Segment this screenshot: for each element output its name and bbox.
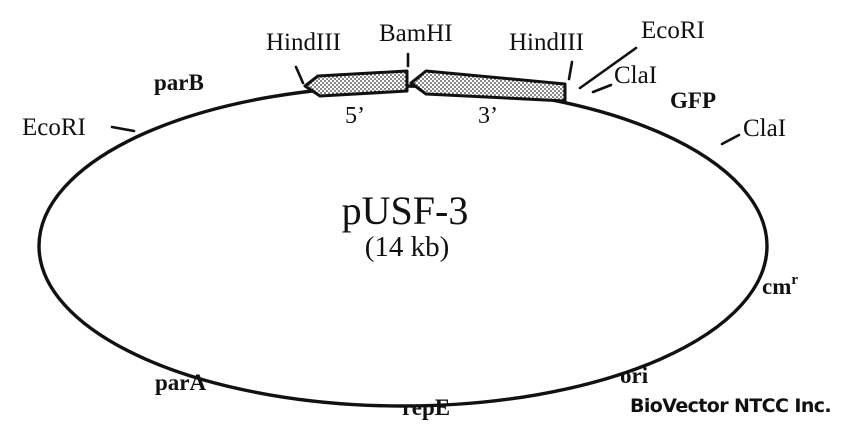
plasmid-size: (14 kb) bbox=[365, 231, 450, 263]
hindiii-left-label: HindIII bbox=[266, 29, 341, 56]
credit-text: BioVector NTCC Inc. bbox=[630, 395, 831, 417]
plasmid-name: pUSF-3 bbox=[342, 188, 469, 233]
ecori-top-tick bbox=[578, 46, 638, 90]
parb-label: parB bbox=[154, 70, 204, 95]
three-prime-label: 3’ bbox=[478, 103, 498, 129]
ecori-left-tick bbox=[110, 125, 136, 133]
insert-5prime-arrow bbox=[303, 69, 409, 98]
clai-right-tick bbox=[720, 133, 741, 146]
ori-label: ori bbox=[620, 363, 649, 388]
bamhi-label: BamHI bbox=[379, 20, 453, 47]
cmr-label: cmr bbox=[762, 272, 798, 299]
clai-right-label: ClaI bbox=[743, 115, 786, 142]
gfp-label: GFP bbox=[670, 88, 716, 113]
clai-top-label: ClaI bbox=[614, 62, 657, 89]
para-label: parA bbox=[155, 370, 207, 395]
clai-top-tick bbox=[591, 83, 613, 94]
five-prime-label: 5’ bbox=[345, 103, 365, 129]
hindiii-right-label: HindIII bbox=[509, 29, 584, 56]
cmr-superscript-text: r bbox=[791, 272, 798, 288]
repe-label: repE bbox=[402, 395, 450, 420]
hindiii-left-tick bbox=[294, 65, 305, 85]
ecori-left-label: EcoRI bbox=[22, 114, 86, 141]
insert-3prime-arrow bbox=[409, 69, 567, 103]
ecori-top-label: EcoRI bbox=[641, 17, 705, 44]
hindiii-right-tick bbox=[567, 60, 574, 81]
cmr-base-text: cm bbox=[762, 274, 791, 299]
